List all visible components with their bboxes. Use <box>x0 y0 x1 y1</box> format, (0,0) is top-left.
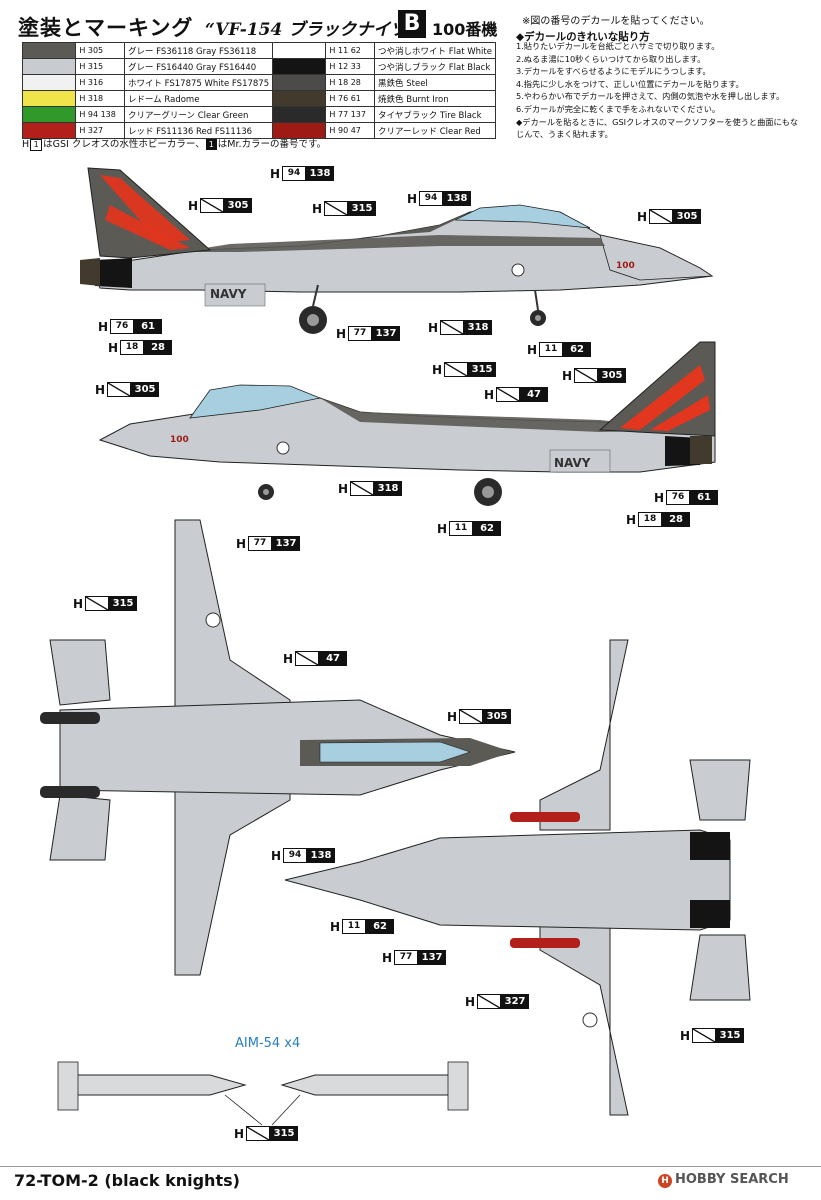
howto-step: 6.デカールが完全に乾くまで手をふれないでください。 <box>516 103 721 114</box>
howto-step: 1.貼りたいデカールを台紙ごとハサミで切り取ります。 <box>516 41 720 51</box>
scheme-subtitle: “VF-154 ブラックナイツ” <box>205 20 417 40</box>
howto-step: 4.指先に少し水をつけて、正しい位置にデカールを貼ります。 <box>516 78 744 89</box>
footer-code: 72-TOM-2 (black knights) <box>14 1171 240 1190</box>
howto-step: ◆デカールを貼るときに、GSIクレオスのマークソフターを使うと曲面にもなじんで、… <box>516 116 799 140</box>
navy-text-right: NAVY <box>554 456 591 470</box>
modex-right: 100 <box>170 435 189 445</box>
howto-steps: 1.貼りたいデカールを台紙ごとハサミで切り取ります。 2.ぬるま湯に10秒くらいつ… <box>516 40 806 141</box>
color-swatch <box>21 122 77 139</box>
color-swatch <box>272 106 327 123</box>
legend-box-a: 1 <box>30 139 43 151</box>
legend-text-b: はMr.カラーの番号です。 <box>217 139 327 150</box>
page-title: 塗装とマーキング <box>18 16 194 40</box>
watermark-text: HOBBY SEARCH <box>675 1172 789 1187</box>
howto-title: ◆デカールのきれいな貼り方 <box>516 31 650 43</box>
aim54-right <box>280 1061 469 1111</box>
legend-box-b: 1 <box>205 139 217 150</box>
legend-prefix: H <box>22 139 30 150</box>
variant-letter-badge: B <box>398 10 426 38</box>
aim54-left <box>57 1061 247 1111</box>
color-name: クリアーレッド Clear Red <box>374 122 496 139</box>
watermark-icon: H <box>658 1174 672 1188</box>
left-profile-view: NAVY 100 <box>80 167 714 334</box>
color-swatch <box>272 42 327 59</box>
color-swatch <box>21 74 77 91</box>
howto-step: 3.デカールをすべらせるようにモデルにうつします。 <box>516 66 711 77</box>
footer-divider <box>0 1166 821 1167</box>
top-view <box>40 519 516 976</box>
howto-step: 2.ぬるま湯に10秒くらいつけてから取り出します。 <box>516 53 706 64</box>
color-swatch <box>21 58 77 75</box>
howto-step: 5.やわらかい布でデカールを押さえて、内側の気泡や水を押し出します。 <box>516 91 785 102</box>
aircraft-number: 100番機 <box>432 20 498 39</box>
decal-note: ※図の番号のデカールを貼ってください。 <box>522 16 710 27</box>
right-profile-view: NAVY 100 <box>98 341 716 506</box>
color-swatch <box>272 122 327 139</box>
missile-label: AIM-54 x4 <box>235 1036 301 1051</box>
bottom-view <box>284 639 751 1116</box>
navy-text-left: NAVY <box>210 287 247 301</box>
modex-left: 100 <box>616 261 635 271</box>
color-swatch <box>21 90 77 107</box>
legend-text-a: はGSI クレオスの水性ホビーカラー、 <box>43 139 205 150</box>
color-swatch <box>272 90 327 107</box>
